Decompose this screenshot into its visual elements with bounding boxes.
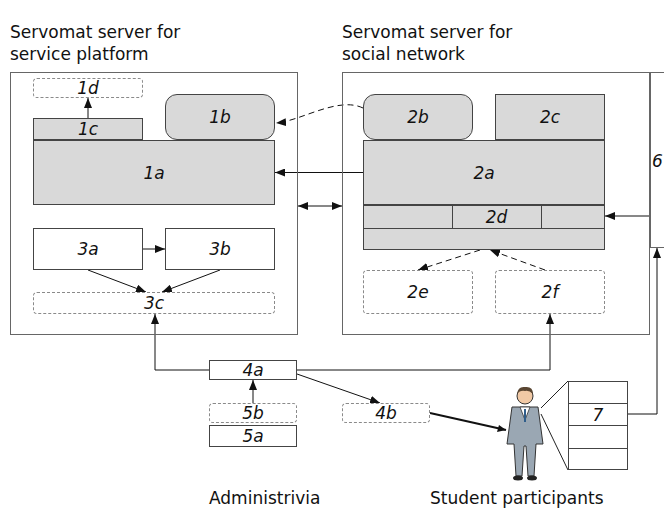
divider-line [364, 228, 604, 229]
connector [297, 314, 550, 370]
connector [298, 206, 342, 207]
table-box: 7 [568, 381, 628, 470]
box-label: 4b [375, 403, 397, 423]
component-box: 1b [165, 94, 275, 140]
divider-line [569, 448, 627, 449]
box-label: 2e [407, 282, 428, 302]
box-label: 1b [209, 107, 231, 127]
data-box: 2e [363, 270, 473, 314]
box-label: 2a [473, 163, 494, 183]
server-container: Servomat server for social network2b2c2a… [342, 72, 650, 335]
connector [155, 314, 209, 370]
connector [275, 172, 363, 173]
connector [605, 216, 650, 217]
data-box: 4b [342, 403, 430, 423]
box-label: 3a [77, 239, 98, 259]
box-label: 4a [242, 360, 263, 380]
process-box: 5a [209, 425, 297, 447]
server-container: Servomat server for service platform1d1c… [10, 72, 298, 335]
component-box: 2b [363, 94, 473, 140]
process-box: 1a [33, 140, 275, 205]
box-label: 1c [78, 119, 98, 139]
connector [162, 270, 220, 292]
box-label: 2d [452, 206, 541, 228]
box-label: 5b [242, 403, 264, 423]
box-label: 3b [209, 239, 231, 259]
connector [88, 270, 146, 292]
group-label: Administrivia [209, 488, 320, 508]
box-label: 1a [143, 163, 164, 183]
connector [88, 98, 89, 118]
box-label: 5a [242, 426, 263, 446]
connector [253, 380, 254, 403]
process-box: 2a [363, 140, 605, 205]
container-heading: Servomat server for social network [342, 21, 557, 65]
box-label: 7 [569, 404, 627, 426]
arrow-head [497, 425, 506, 432]
leader-line [541, 381, 568, 408]
data-box: 2f [495, 270, 605, 314]
divider-line [569, 425, 627, 426]
connector [297, 374, 380, 403]
divider-line [452, 206, 453, 228]
connector [628, 248, 657, 414]
connector [143, 249, 165, 250]
data-box: 5b [209, 403, 297, 423]
data-box: 3c [33, 292, 275, 314]
person-figure [507, 387, 543, 481]
box-label: 6 [652, 151, 663, 171]
leader-line [541, 414, 568, 470]
interface-band: 2d [363, 205, 605, 250]
group-label: Student participants [430, 488, 604, 508]
process-box: 3b [165, 228, 275, 270]
data-box: 1d [33, 78, 143, 98]
connector [418, 250, 480, 270]
divider-line [541, 206, 542, 228]
arrow-line [430, 413, 506, 430]
box-label: 2c [540, 107, 560, 127]
container-heading: Servomat server for service platform [10, 21, 225, 65]
process-box: 3a [33, 228, 143, 270]
process-box: 1c [33, 118, 143, 140]
side-box: 6 [650, 72, 664, 248]
divider-line [569, 403, 627, 404]
process-box: 2c [495, 94, 605, 140]
box-label: 2f [542, 282, 559, 302]
process-box: 4a [209, 360, 297, 380]
connector [490, 250, 545, 270]
box-label: 3c [144, 293, 164, 313]
connector [276, 105, 363, 123]
box-label: 1d [77, 78, 99, 98]
box-label: 2b [407, 107, 429, 127]
